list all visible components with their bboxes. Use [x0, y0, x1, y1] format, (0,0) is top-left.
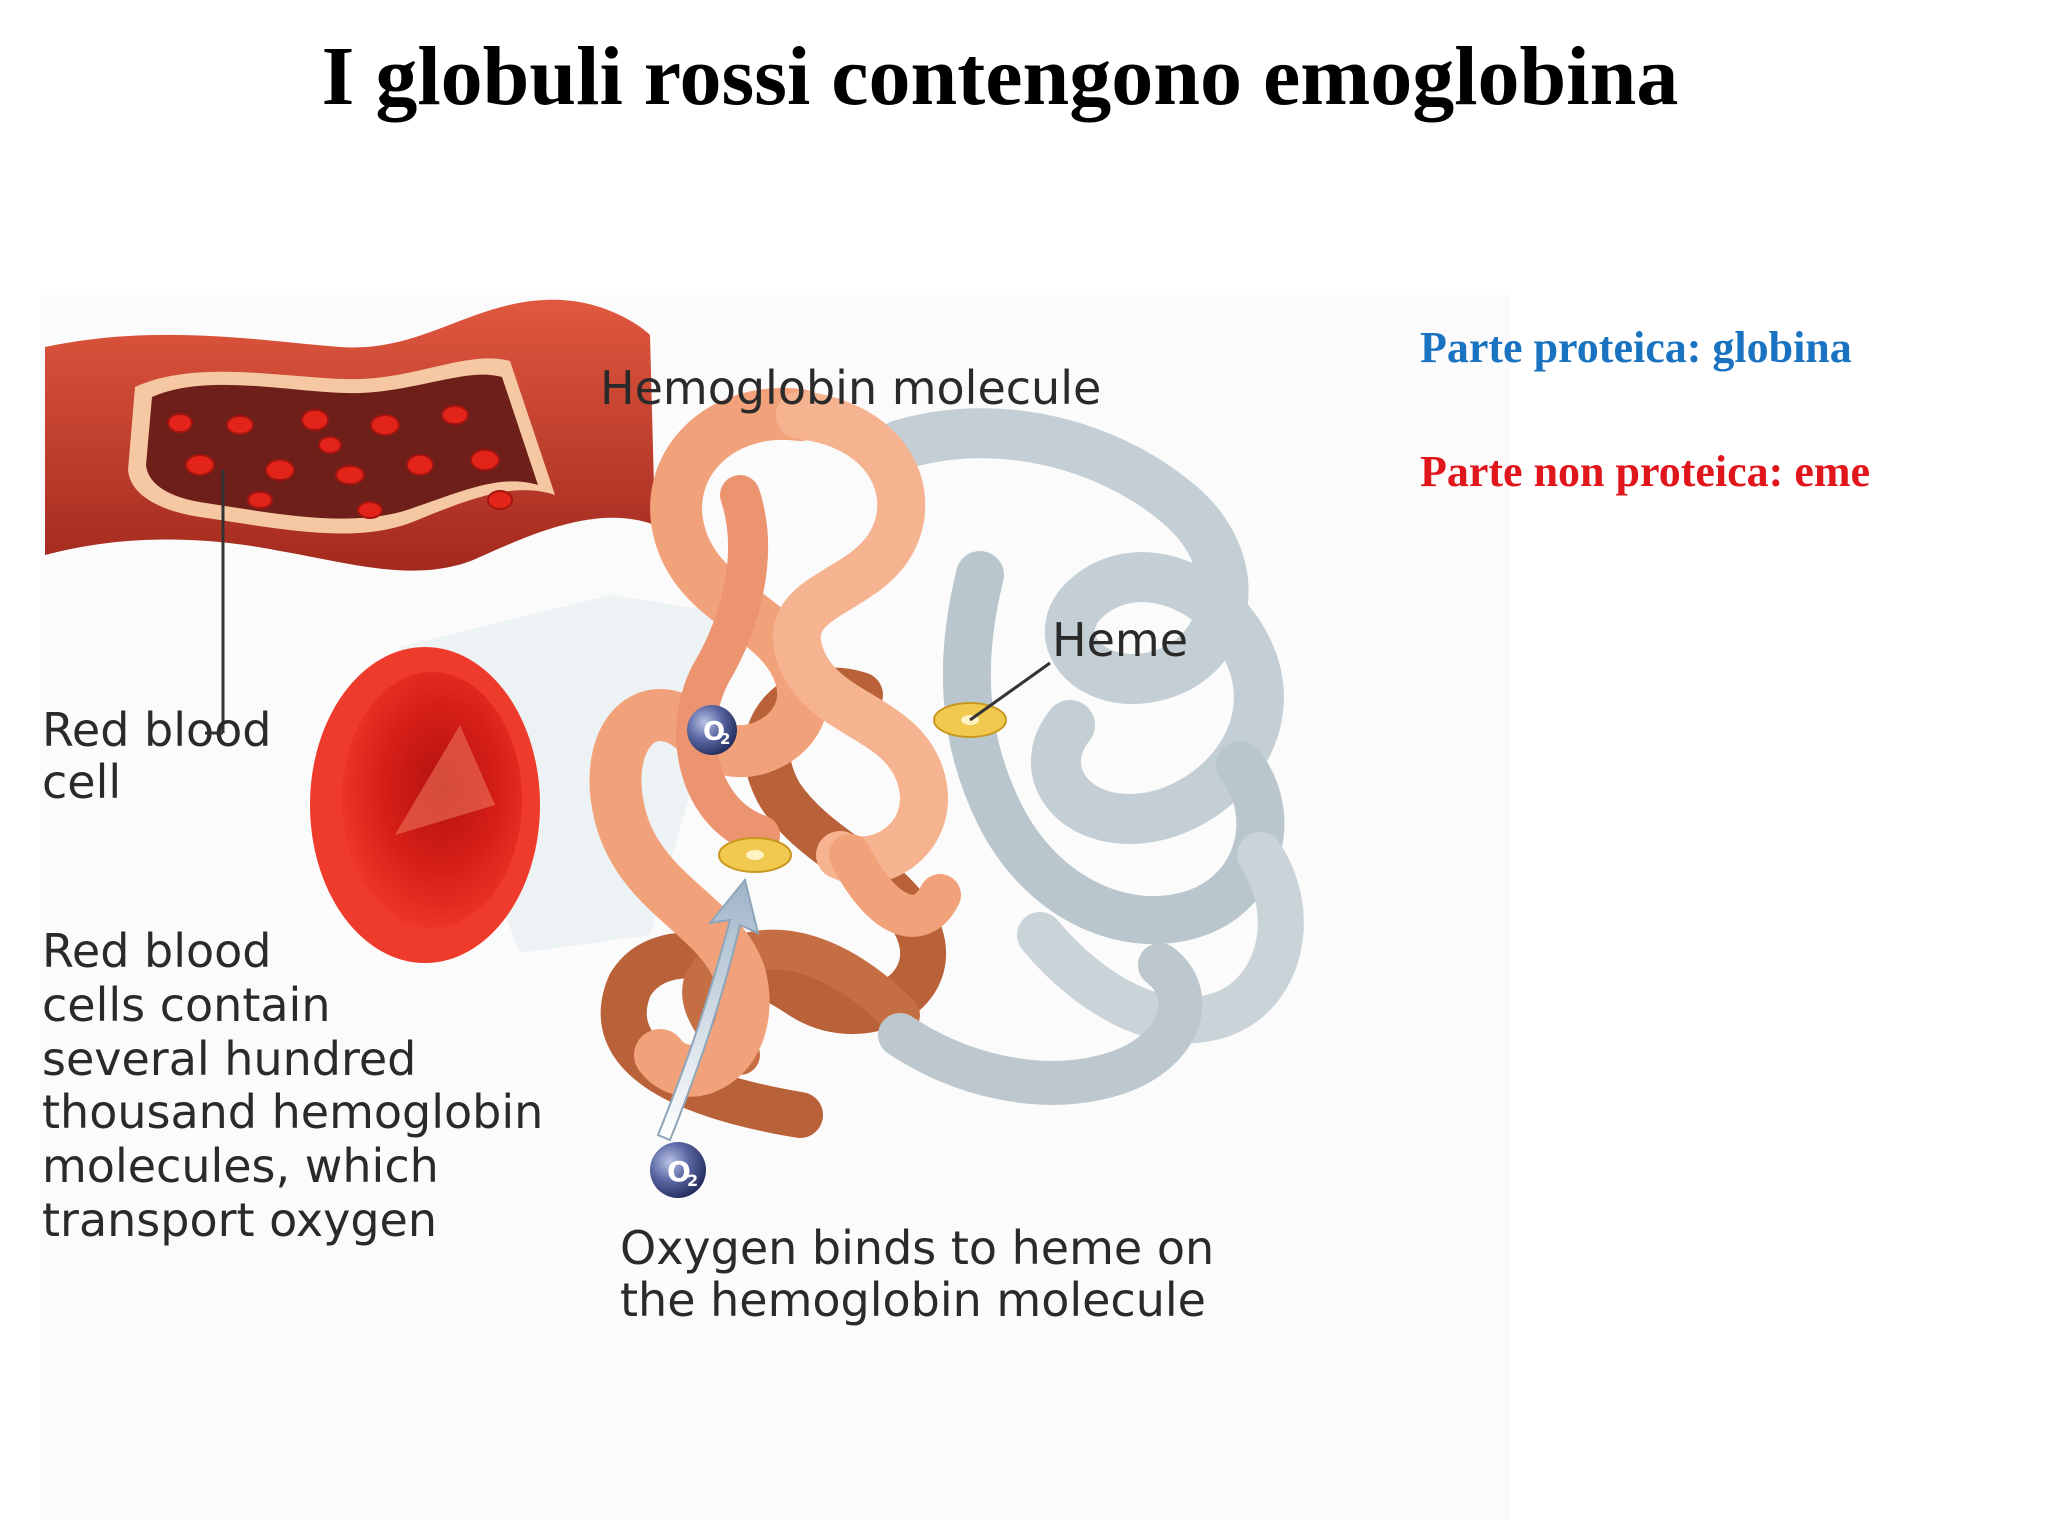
- svg-text:2: 2: [720, 730, 730, 748]
- red-blood-cell-label: Red blood cell: [42, 703, 272, 809]
- hemoglobin-diagram: O 2 O 2: [45, 299, 1304, 1198]
- figure-panel: O 2 O 2 Hemoglobin molecule Heme Red blo…: [40, 295, 1510, 1520]
- red-blood-cell: [310, 647, 540, 963]
- oxygen-arrow: [656, 877, 760, 1142]
- protein-part-note: Parte proteica: globina: [1420, 323, 1852, 372]
- svg-text:O: O: [667, 1155, 691, 1188]
- heme-label: Heme: [1052, 613, 1189, 667]
- oxygen-molecule-free: O 2: [650, 1142, 706, 1198]
- blood-vessel: [45, 299, 655, 571]
- hemoglobin-molecule-label: Hemoglobin molecule: [600, 361, 1102, 415]
- slide-title: I globuli rossi contengono emoglobina: [321, 30, 1679, 123]
- vessel-pointer-line: [205, 470, 225, 735]
- non-protein-part-note: Parte non proteica: eme: [1420, 447, 1871, 496]
- oxygen-binds-caption: Oxygen binds to heme on the hemoglobin m…: [620, 1221, 1215, 1327]
- heme-pointer-line: [969, 661, 1051, 722]
- svg-text:O: O: [703, 717, 725, 747]
- blood-cells-in-vessel: [167, 405, 513, 519]
- svg-text:2: 2: [687, 1171, 698, 1190]
- red-blood-cells-contain-caption: Red blood cells contain several hundred …: [42, 924, 544, 1248]
- oxygen-molecule-bound: O 2: [687, 705, 737, 755]
- heme-group-lower: [718, 837, 792, 873]
